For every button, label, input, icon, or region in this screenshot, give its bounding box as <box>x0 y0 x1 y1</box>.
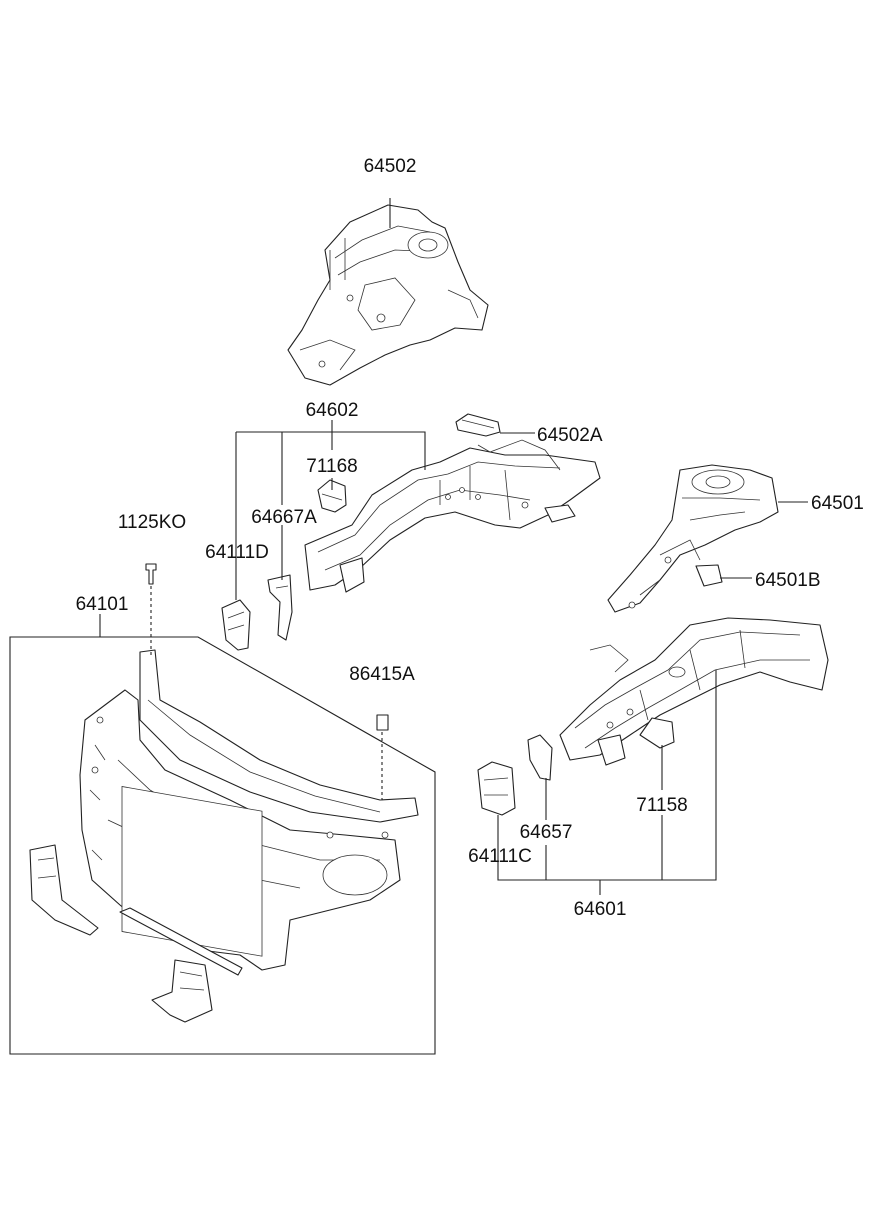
callout-64111D: 64111D <box>205 542 269 563</box>
callout-64101: 64101 <box>76 594 129 615</box>
callout-64667A: 64667A <box>251 507 317 528</box>
callout-64657: 64657 <box>520 822 573 843</box>
callout-64111C: 64111C <box>468 846 532 867</box>
part-71158-bracket <box>639 717 675 749</box>
part-64101-front-carrier <box>9 563 436 1055</box>
callout-86415A: 86415A <box>349 664 415 685</box>
part-64502-strut-tower <box>287 198 489 386</box>
part-64657-bracket <box>527 734 553 781</box>
part-64601-side-member <box>559 617 829 766</box>
callout-64601: 64601 <box>574 899 627 920</box>
callout-64602: 64602 <box>306 400 359 421</box>
part-64111C-plate <box>477 761 516 816</box>
callout-71158: 71158 <box>636 795 687 816</box>
callout-64502: 64502 <box>364 156 417 177</box>
callout-64501B: 64501B <box>755 570 821 591</box>
callout-1125KO: 1125KO <box>118 512 186 533</box>
part-64501-strut-tower <box>607 464 779 613</box>
part-64602-side-member <box>304 439 601 593</box>
part-64502A-bracket <box>455 413 501 437</box>
callout-64502A: 64502A <box>537 425 603 446</box>
leader-lines <box>99 420 808 895</box>
part-71168-bracket <box>317 479 347 513</box>
callout-64501: 64501 <box>811 493 864 514</box>
callout-labels: 64502 64602 64502A 71168 64667A 64501 11… <box>76 156 864 920</box>
part-64501B-bracket <box>695 564 723 587</box>
callout-71168: 71168 <box>306 456 357 477</box>
part-64111D-plate <box>221 599 251 651</box>
part-64667A-bracket <box>267 574 293 641</box>
